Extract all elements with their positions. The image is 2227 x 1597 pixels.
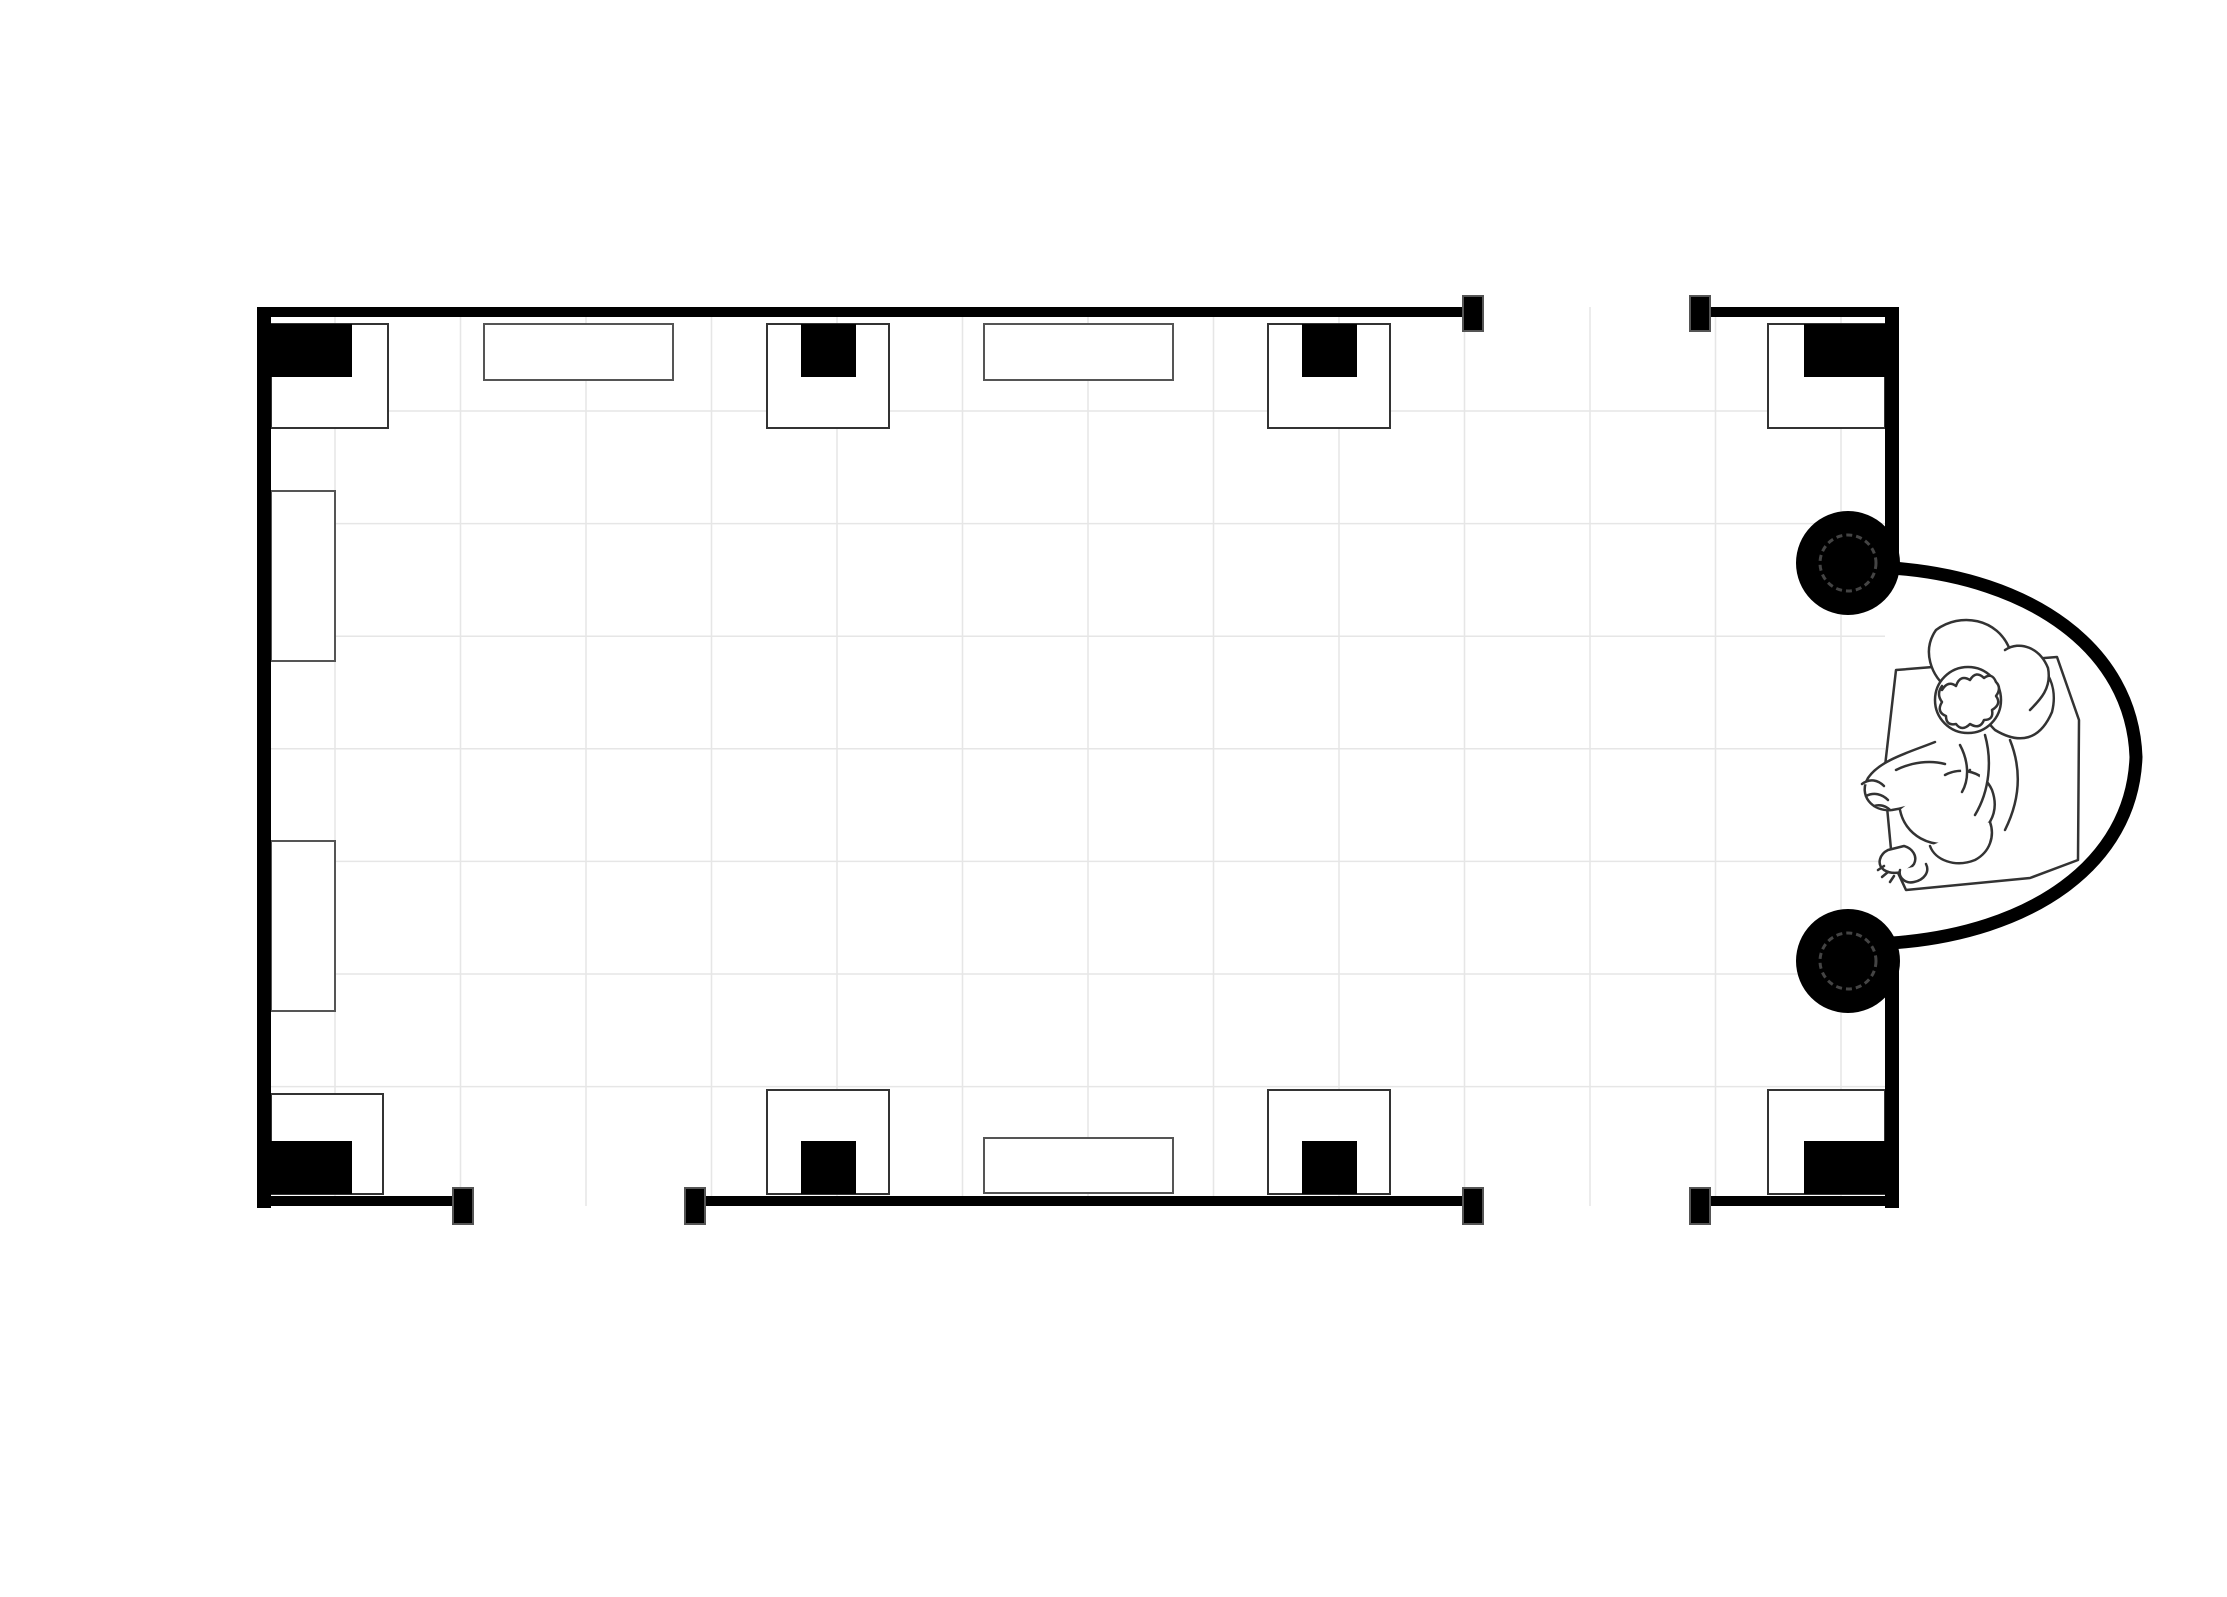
wall-bottom-middle [693, 1196, 1463, 1206]
wall-top-right [1700, 307, 1899, 317]
jamb-top-1 [1462, 295, 1484, 332]
bench-top-1 [483, 323, 674, 381]
jamb-bottom-2 [684, 1187, 706, 1225]
bench-left-1 [270, 490, 336, 662]
wall-benches [270, 323, 1174, 1194]
pilaster-top-mid-2 [1302, 324, 1357, 377]
seated-figure-icon [1860, 618, 2081, 892]
pilaster-bottom-mid-2 [1302, 1141, 1357, 1194]
bench-left-2 [270, 840, 336, 1012]
pilaster-bottom-left [271, 1141, 352, 1194]
pilaster-top-right [1804, 324, 1885, 377]
bench-bottom [983, 1137, 1174, 1194]
wall-right-lower [1885, 955, 1899, 1208]
niche-column-lower [1796, 909, 1900, 1013]
bench-top-2 [983, 323, 1174, 381]
wall-right-upper [1885, 307, 1899, 560]
wall-left [257, 307, 271, 1208]
jamb-bottom-4 [1689, 1187, 1711, 1225]
floor-grid [271, 307, 1885, 1206]
wall-bottom-right [1700, 1196, 1899, 1206]
niche-column-upper [1796, 511, 1900, 615]
door-jambs [452, 295, 1711, 1225]
pilaster-bottom-mid-1 [801, 1141, 856, 1194]
apse-wall [1891, 561, 2143, 950]
pilaster-bottom-right [1804, 1141, 1885, 1194]
walls [257, 307, 1899, 1208]
jamb-top-2 [1689, 295, 1711, 332]
wall-top-left [257, 307, 1463, 317]
pilaster-top-left [271, 324, 352, 377]
wall-bottom-left [257, 1196, 467, 1206]
jamb-bottom-3 [1462, 1187, 1484, 1225]
pilaster-top-mid-1 [801, 324, 856, 377]
pilasters [270, 323, 1886, 1195]
jamb-bottom-1 [452, 1187, 474, 1225]
